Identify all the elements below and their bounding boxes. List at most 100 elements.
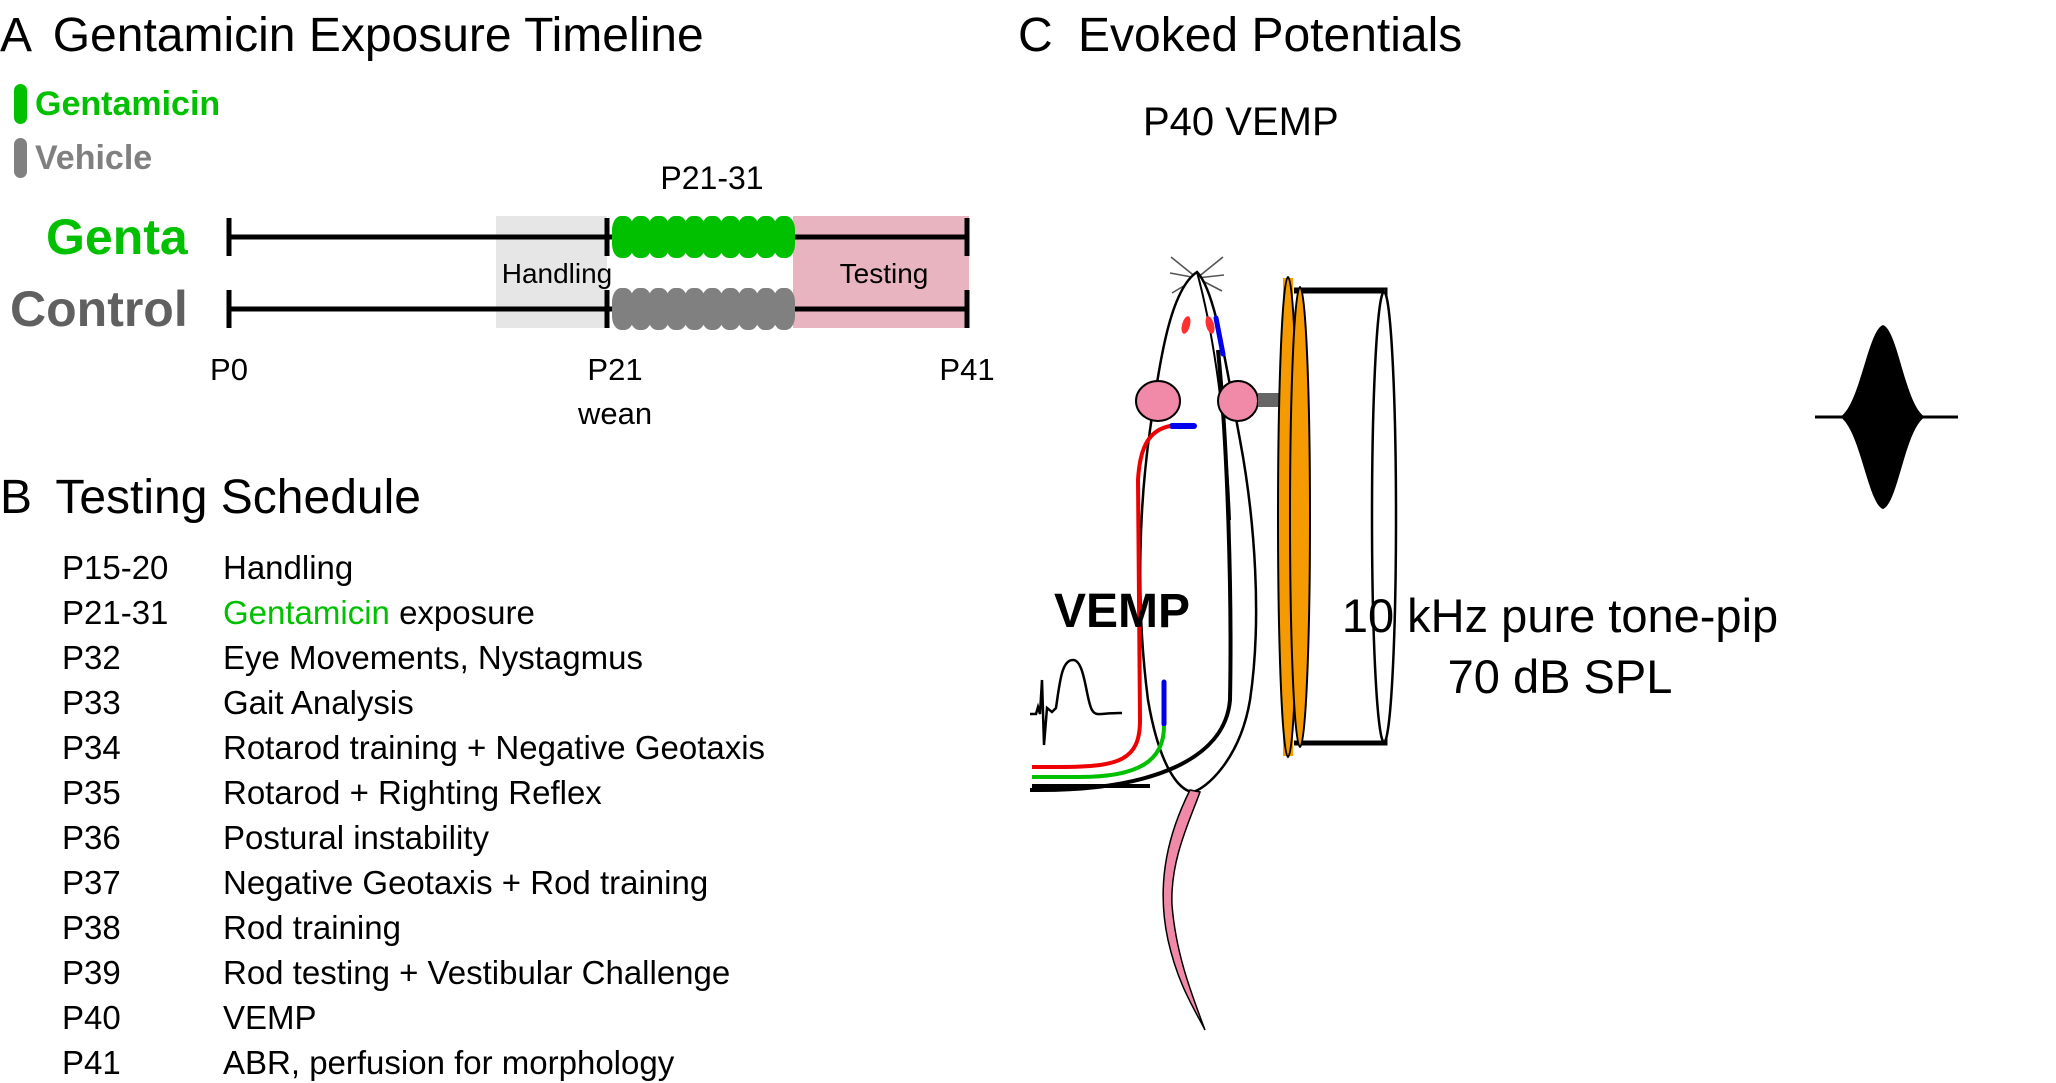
gentamicin-dose-pill (773, 216, 795, 258)
gentamicin-dose-pill (737, 216, 760, 258)
legend-gentamicin-label: Gentamicin (35, 84, 221, 123)
panel-c-heading: C Evoked Potentials (1018, 12, 1462, 60)
gentamicin-dose-pill (719, 216, 742, 258)
schedule-day: P37 (62, 864, 121, 901)
schedule-row: P38 Rod training (62, 911, 401, 944)
vehicle-pill-icon (14, 138, 27, 178)
vemp-waveform-icon (1030, 658, 1122, 746)
wire-green (1032, 725, 1166, 779)
speaker-cylinder (1294, 290, 1398, 744)
schedule-activity-text: exposure (389, 594, 535, 631)
schedule-day: P15-20 (62, 549, 169, 586)
schedule-activity: ABR, perfusion for morphology (223, 1044, 675, 1081)
panel-b-title: Testing Schedule (55, 471, 421, 524)
schedule-activity: Negative Geotaxis + Rod training (223, 864, 709, 901)
exposure-range-label: P21-31 (660, 160, 764, 196)
schedule-row: P41 ABR, perfusion for morphology (62, 1046, 674, 1079)
handling-region-label: Handling (501, 258, 613, 289)
schedule-activity: Rotarod training + Negative Geotaxis (223, 729, 766, 766)
schedule-activity-highlight: Gentamicin (223, 594, 390, 631)
group-label-genta: Genta (46, 209, 188, 265)
vemp-label: VEMP (1054, 585, 1191, 638)
wire-red (1032, 424, 1171, 769)
schedule-activity: Gait Analysis (223, 684, 414, 721)
legend-vehicle: Vehicle (14, 138, 152, 178)
vehicle-dose-pill (737, 288, 760, 330)
panel-b-letter: B (0, 471, 33, 524)
schedule-day: P41 (62, 1044, 121, 1081)
gentamicin-dose-pill (647, 216, 670, 258)
mouse-body (1138, 270, 1258, 794)
mouse-eye-right (1205, 316, 1215, 334)
vehicle-dose-pill (755, 288, 778, 330)
speaker-ring (1277, 276, 1311, 758)
legend-vehicle-label: Vehicle (35, 138, 153, 177)
electrode-head (1213, 315, 1226, 357)
schedule-activity: Handling (223, 549, 354, 586)
vehicle-dose-pill (701, 288, 724, 330)
schedule-day: P34 (62, 729, 121, 766)
schedule-day: P32 (62, 639, 121, 676)
schedule-day: P38 (62, 909, 121, 946)
schedule-day: P21-31 (62, 594, 169, 631)
tick-sublabel-wean: wean (577, 396, 653, 431)
schedule-day: P36 (62, 819, 121, 856)
vehicle-dose-pill (647, 288, 670, 330)
panel-c-subtitle: P40 VEMP (1143, 100, 1339, 144)
schedule-row: P32 Eye Movements, Nystagmus (62, 641, 643, 674)
timeline-graphic (226, 216, 970, 330)
schedule-activity: Rod testing + Vestibular Challenge (223, 954, 731, 991)
schedule-activity: Rod training (223, 909, 401, 946)
gentamicin-dose-pill (755, 216, 778, 258)
schedule-row: P34 Rotarod training + Negative Geotaxis (62, 731, 765, 764)
legend-gentamicin: Gentamicin (14, 84, 220, 124)
vehicle-dose-pill (683, 288, 706, 330)
group-label-control: Control (10, 281, 188, 337)
schedule-row: P36 Postural instability (62, 821, 489, 854)
schedule-day: P40 (62, 999, 121, 1036)
tick-label-p21: P21 (587, 352, 643, 387)
tick-label-p41: P41 (939, 352, 995, 387)
schedule-day: P33 (62, 684, 121, 721)
gentamicin-dose-pill (701, 216, 724, 258)
testing-region-label: Testing (839, 258, 929, 289)
panel-b-heading: B Testing Schedule (0, 474, 421, 522)
schedule-activity: Eye Movements, Nystagmus (223, 639, 643, 676)
gentamicin-pill-icon (14, 84, 27, 124)
tick-label-p0: P0 (210, 352, 248, 387)
vemp-setup-illustration (1030, 256, 1958, 1031)
mouse-eye-left (1181, 316, 1191, 334)
schedule-row: P33 Gait Analysis (62, 686, 414, 719)
schedule-row: P15-20 Handling (62, 551, 353, 584)
stimulus-description: 10 kHz pure tone-pip 70 dB SPL (1342, 585, 1778, 707)
panel-a-letter: A (0, 9, 30, 62)
panel-c-letter: C (1018, 9, 1053, 62)
schedule-activity: VEMP (223, 999, 317, 1036)
schedule-row: P39 Rod testing + Vestibular Challenge (62, 956, 730, 989)
gentamicin-dose-pill (665, 216, 688, 258)
schedule-row: P35 Rotarod + Righting Reflex (62, 776, 602, 809)
vehicle-dose-pill (665, 288, 688, 330)
gentamicin-dose-pill (629, 216, 652, 258)
mouse-ear-left (1135, 380, 1181, 422)
schedule-row: P40 VEMP (62, 1001, 317, 1034)
panel-c-title: Evoked Potentials (1078, 9, 1463, 62)
panel-a-heading: A Gentamicin Exposure Timeline (0, 12, 704, 60)
schedule-activity: Postural instability (223, 819, 489, 856)
stimulus-line-2: 70 dB SPL (1447, 650, 1673, 704)
vehicle-dose-pill (629, 288, 652, 330)
panel-a-title: Gentamicin Exposure Timeline (52, 9, 704, 62)
gentamicin-dose-pill (683, 216, 706, 258)
schedule-activity: Rotarod + Righting Reflex (223, 774, 602, 811)
stimulus-line-1: 10 kHz pure tone-pip (1341, 589, 1779, 642)
vehicle-dose-pill (773, 288, 795, 330)
mouse-ear-right (1217, 380, 1259, 422)
schedule-day: P35 (62, 774, 121, 811)
schedule-row: P37 Negative Geotaxis + Rod training (62, 866, 708, 899)
vehicle-dose-pill (612, 288, 634, 330)
schedule-day: P39 (62, 954, 121, 991)
tone-pip-icon (1815, 325, 1958, 509)
gentamicin-dose-pill (612, 216, 634, 258)
vehicle-dose-pill (719, 288, 742, 330)
schedule-activity: Gentamicin exposure (223, 596, 535, 629)
